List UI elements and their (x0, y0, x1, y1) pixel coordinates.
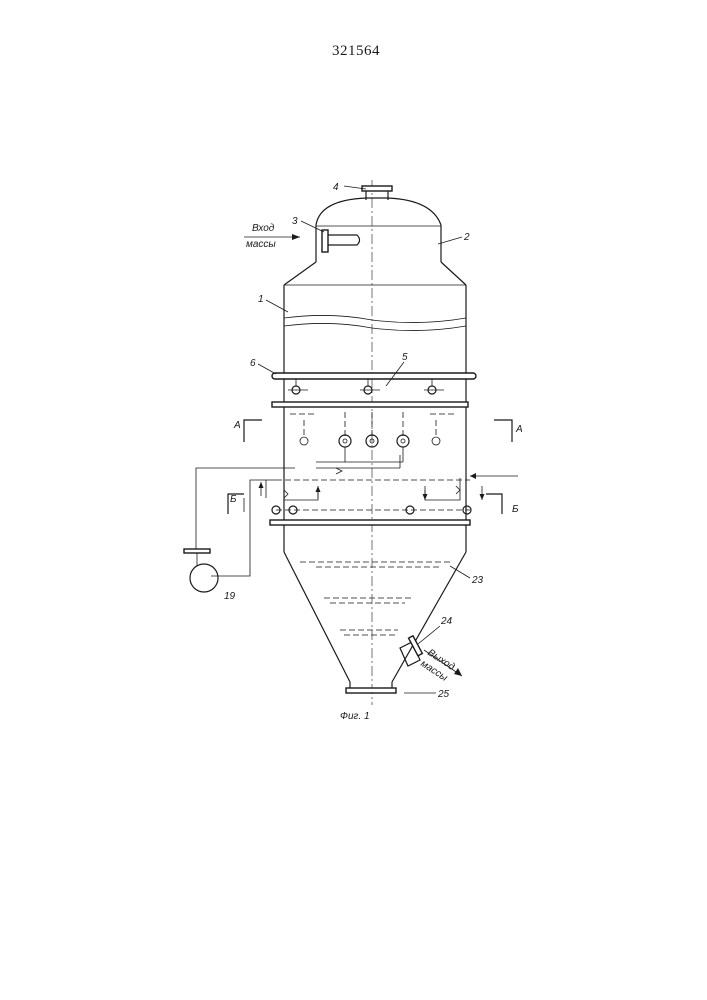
upper-transition-right (441, 262, 466, 285)
upper-transition-left (284, 262, 316, 285)
callout-2: 2 (463, 232, 470, 243)
lower-flange-band (270, 520, 470, 525)
section-mark-a-right (494, 420, 512, 442)
collector-pipe (272, 373, 476, 379)
pump (184, 549, 218, 592)
section-mark-b-right (486, 494, 502, 514)
figure-caption: Фиг. 1 (340, 711, 370, 722)
valve-right (424, 379, 444, 394)
callout-25: 25 (437, 689, 450, 700)
upper-internals (290, 412, 456, 468)
section-label-a-left: А (233, 420, 241, 431)
valve-left (288, 379, 308, 394)
callout-23: 23 (471, 575, 484, 586)
dome-head (316, 198, 441, 262)
lower-distribution (266, 468, 518, 514)
callout-24: 24 (440, 616, 453, 627)
callout-1: 1 (258, 294, 264, 305)
flow-arrows (259, 482, 485, 500)
callout-4: 4 (333, 182, 339, 193)
section-label-b-left: Б (230, 494, 237, 505)
valve-center (360, 379, 380, 394)
section-label-b-right: Б (512, 504, 519, 515)
section-mark-a-left (244, 420, 262, 442)
upper-flange-band (272, 402, 468, 407)
callout-6: 6 (250, 358, 256, 369)
section-label-a-right: А (515, 424, 523, 435)
inlet-label-line1: Вход (252, 223, 275, 234)
callout-19: 19 (224, 591, 236, 602)
callout-3: 3 (292, 216, 298, 227)
callout-5: 5 (402, 352, 408, 363)
leader-lines (258, 186, 470, 693)
inlet-label-line2: массы (246, 239, 276, 250)
bottom-flange (346, 688, 396, 693)
inlet-nozzle (322, 230, 360, 252)
